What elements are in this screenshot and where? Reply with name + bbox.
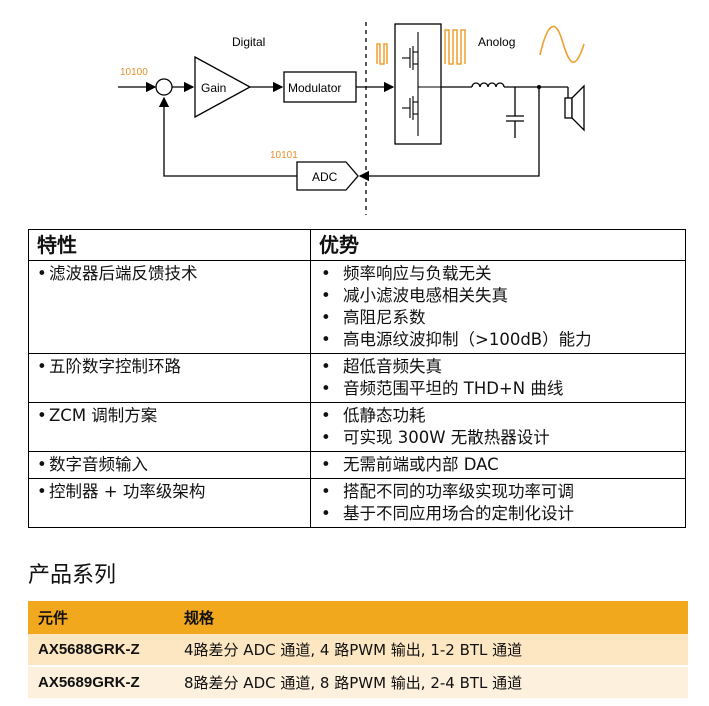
product-series-title: 产品系列 [28, 563, 117, 588]
advantage-text: 频率响应与负载无关 [343, 264, 492, 283]
pwm-pulse-icon [376, 29, 466, 65]
speaker-icon [564, 84, 585, 132]
inductor-icon [471, 82, 505, 88]
table-row: •数字音频输入 •无需前端或内部 DAC [28, 451, 686, 479]
feature-text: 控制器 + 功率级架构 [49, 482, 206, 501]
amplifier-block-diagram: 10100 Gain Digital Modulator Anolog [118, 22, 585, 215]
bullet-icon: • [321, 482, 331, 501]
feedback-line-right [358, 87, 540, 182]
bullet-icon: • [321, 428, 331, 447]
bullet-icon: • [37, 357, 47, 376]
sine-wave-icon [539, 25, 585, 63]
product-model: AX5688GRK-Z [28, 634, 174, 666]
feature-text: 数字音频输入 [49, 455, 148, 474]
table-row: •控制器 + 功率级架构 •搭配不同的功率级实现功率可调 •基于不同应用场合的定… [28, 478, 686, 528]
bullet-icon: • [321, 504, 331, 523]
bullet-icon: • [37, 455, 47, 474]
gain-block [194, 55, 252, 119]
adc-block [296, 161, 359, 191]
header-component: 元件 [28, 601, 174, 634]
table-row: •滤波器后端反馈技术 •频率响应与负载无关 •减小滤波电感相关失真 •高阻尼系数… [28, 260, 686, 354]
features-table: 特性 优势 •滤波器后端反馈技术 •频率响应与负载无关 •减小滤波电感相关失真 … [28, 229, 686, 528]
feedback-line-left [158, 96, 297, 177]
advantage-text: 搭配不同的功率级实现功率可调 [343, 482, 574, 501]
analog-label: Anolog [478, 35, 515, 49]
feature-text: ZCM 调制方案 [49, 406, 158, 425]
product-spec: 4路差分 ADC 通道, 4 路PWM 输出, 1-2 BTL 通道 [174, 634, 688, 666]
product-series-table: 元件 规格 AX5688GRK-Z 4路差分 ADC 通道, 4 路PWM 输出… [28, 601, 688, 698]
modulator-label: Modulator [288, 81, 341, 95]
summing-junction [155, 78, 173, 96]
bullet-icon: • [321, 264, 331, 283]
feedback-code-label: 10101 [270, 150, 298, 161]
bullet-icon: • [37, 482, 47, 501]
bullet-icon: • [321, 308, 331, 327]
advantage-text: 高阻尼系数 [343, 308, 426, 327]
gain-label: Gain [201, 81, 226, 95]
feature-text: 五阶数字控制环路 [49, 357, 181, 376]
capacitor-icon [506, 87, 524, 138]
input-code-label: 10100 [120, 67, 148, 78]
header-spec: 规格 [174, 601, 688, 634]
table-row: •五阶数字控制环路 •超低音频失真 •音频范围平坦的 THD+N 曲线 [28, 353, 686, 403]
advantage-text: 音频范围平坦的 THD+N 曲线 [343, 379, 564, 398]
bullet-icon: • [321, 379, 331, 398]
advantage-text: 无需前端或内部 DAC [343, 455, 499, 474]
advantage-text: 可实现 300W 无散热器设计 [343, 428, 550, 447]
product-spec: 8路差分 ADC 通道, 8 路PWM 输出, 2-4 BTL 通道 [174, 665, 688, 698]
bullet-icon: • [321, 455, 331, 474]
bullet-icon: • [321, 286, 331, 305]
product-header-row: 元件 规格 [28, 601, 688, 634]
table-row: •ZCM 调制方案 •低静态功耗 •可实现 300W 无散热器设计 [28, 402, 686, 452]
header-feature: 特性 [28, 229, 311, 261]
advantage-text: 低静态功耗 [343, 406, 426, 425]
table-row: AX5688GRK-Z 4路差分 ADC 通道, 4 路PWM 输出, 1-2 … [28, 634, 688, 666]
header-advantage: 优势 [310, 229, 686, 261]
feature-text: 滤波器后端反馈技术 [49, 264, 198, 283]
bullet-icon: • [321, 330, 331, 349]
mosfet-icon [402, 32, 441, 136]
adc-label: ADC [312, 170, 338, 184]
advantage-text: 高电源纹波抑制（>100dB）能力 [343, 330, 592, 349]
advantage-text: 基于不同应用场合的定制化设计 [343, 504, 574, 523]
features-header-row: 特性 优势 [28, 229, 686, 261]
bullet-icon: • [37, 264, 47, 283]
advantage-text: 超低音频失真 [343, 357, 442, 376]
bullet-icon: • [321, 406, 331, 425]
bullet-icon: • [321, 357, 331, 376]
advantage-text: 减小滤波电感相关失真 [343, 286, 508, 305]
bullet-icon: • [37, 406, 47, 425]
digital-label: Digital [232, 35, 265, 49]
product-model: AX5689GRK-Z [28, 665, 174, 698]
table-row: AX5689GRK-Z 8路差分 ADC 通道, 8 路PWM 输出, 2-4 … [28, 665, 688, 698]
